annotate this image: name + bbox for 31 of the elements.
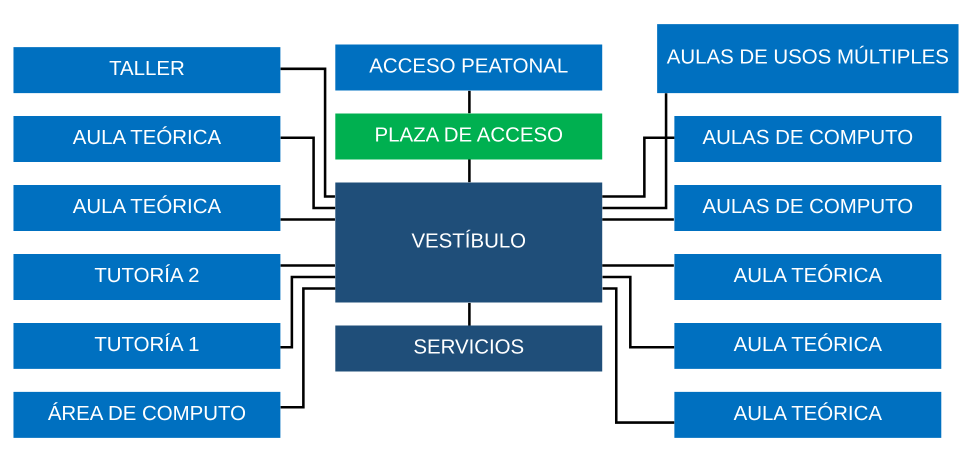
node-box: AULAS DE USOS MÚLTIPLES [657,24,959,93]
connector [602,218,674,220]
node-box: SERVICIOS [335,325,602,371]
node-box: ÁREA DE COMPUTO [13,391,280,438]
node-box: AULAS DE COMPUTO [674,116,942,162]
node-box: AULA TEÓRICA [674,254,942,300]
connector [602,286,674,424]
connector [280,136,336,209]
node-box: TALLER [13,46,280,93]
connector [280,286,336,408]
connector [602,275,674,348]
node-box: AULAS DE COMPUTO [674,184,942,230]
connector [602,92,668,209]
node-box: PLAZA DE ACCESO [335,113,602,159]
connector [468,302,471,325]
node-box: VESTÍBULO [335,182,602,302]
connector [280,67,335,198]
node-box: ACCESO PEATONAL [335,44,602,90]
connector [280,264,335,266]
connector [602,264,674,266]
node-box: AULA TEÓRICA [674,322,942,368]
connector [602,136,674,198]
node-box: AULA TEÓRICA [13,184,280,230]
node-box: TUTORÍA 2 [13,254,280,300]
node-box: AULA TEÓRICA [674,391,942,438]
node-box: TUTORÍA 1 [13,322,280,368]
node-box: AULA TEÓRICA [13,116,280,162]
connector [468,90,471,113]
connector [280,275,336,348]
connector [280,218,335,220]
connector [468,159,471,182]
